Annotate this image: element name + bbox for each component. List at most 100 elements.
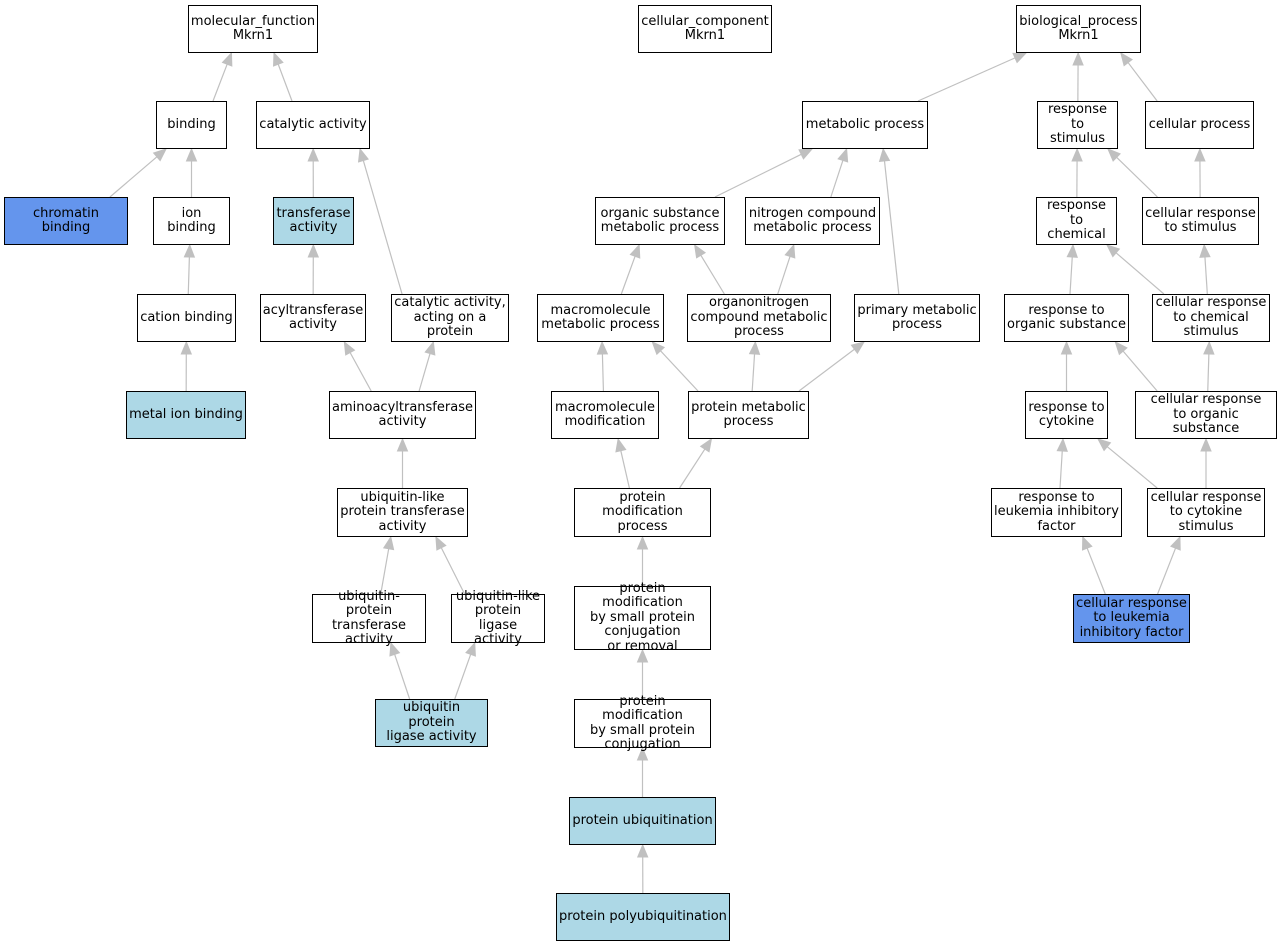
node-metabolic-process: metabolic process	[802, 101, 928, 149]
edge-line	[1059, 450, 1063, 489]
edge-arrowhead	[1120, 51, 1133, 67]
node-protein-ubiquitination: protein ubiquitination	[569, 797, 716, 845]
edge-ubiquitination-to-pm_conj	[636, 746, 649, 797]
node-protein-polyubiquitination: protein polyubiquitination	[556, 893, 730, 941]
edge-cell_resp_chemical-to-cell_resp_stimulus	[1199, 243, 1211, 295]
edge-ub_ligase-to-ub_protein_transferase	[389, 641, 411, 700]
edge-arrowhead	[152, 148, 167, 162]
node-metal-ion-binding: metal ion binding	[126, 391, 246, 439]
edge-line	[212, 63, 228, 102]
edge-arrowhead	[636, 843, 649, 858]
edge-arrowhead	[784, 243, 796, 259]
node-protein-mod-conjugation-or-removal: protein modification by small protein co…	[574, 581, 711, 654]
edge-line	[798, 348, 855, 392]
edge-line	[1157, 547, 1177, 595]
node-ion-binding: ion binding	[153, 197, 230, 245]
edge-arrowhead	[878, 147, 891, 163]
edge-arrowhead	[798, 148, 814, 160]
edge-line	[454, 654, 472, 700]
node-response-to-organic-substance: response to organic substance	[1004, 294, 1129, 342]
edge-line	[917, 57, 1016, 102]
node-cellular-response-to-organic: cellular response to organic substance	[1135, 391, 1277, 439]
edge-line	[380, 548, 390, 595]
node-ubiquitin-protein-transferase: ubiquitin-protein transferase activity	[312, 589, 426, 647]
edge-line	[679, 448, 706, 489]
node-nitrogen-compound-metabolic: nitrogen compound metabolic process	[745, 197, 880, 245]
edge-line	[777, 256, 791, 295]
edge-arrowhead	[636, 746, 649, 761]
edge-line	[109, 156, 158, 198]
edge-line	[394, 654, 411, 700]
edge-line	[1116, 156, 1158, 198]
node-cellular-response-to-cytokine: cellular response to cytokine stimulus	[1147, 488, 1265, 537]
edge-arrowhead	[850, 341, 866, 355]
edge-line	[751, 353, 756, 392]
edge-arrowhead	[183, 243, 196, 258]
edge-resp_lif-to-resp_cytokine	[1056, 437, 1068, 489]
edge-transferase-to-catalytic	[307, 147, 319, 198]
edge-cellular_process-to-bp_root	[1120, 51, 1158, 102]
node-ubiquitin-like-transferase: ubiquitin-like protein transferase activ…	[337, 488, 468, 537]
edge-arrowhead	[273, 51, 284, 67]
edge-chromatin-to-binding	[109, 148, 167, 198]
node-catalytic-activity: catalytic activity	[256, 101, 370, 149]
edge-pm_conj_removal-to-protein_mod	[636, 535, 649, 586]
edge-nitrogen_metabolic-to-metabolic	[830, 147, 849, 198]
node-transferase-activity: transferase activity	[273, 197, 354, 245]
edge-ion_binding-to-binding	[185, 147, 198, 197]
edge-arrowhead	[1060, 340, 1073, 355]
node-cellular-process: cellular process	[1145, 101, 1254, 149]
edge-arrowhead	[1170, 535, 1181, 551]
edge-arrowhead	[396, 437, 409, 452]
edge-aminoacyl-to-acyltransferase	[343, 340, 372, 392]
edge-cell_resp_organic-to-resp_organic	[1114, 341, 1158, 392]
edge-ub_ligase-to-ubl_ligase	[454, 641, 476, 700]
edge-arrowhead	[185, 147, 198, 162]
edge-pm_conj-to-pm_conj_removal	[636, 648, 649, 699]
edge-cell_resp_cytokine-to-cell_resp_organic	[1200, 437, 1212, 488]
edge-arrowhead	[1200, 437, 1212, 452]
node-response-to-chemical: response to chemical	[1036, 197, 1117, 245]
edge-arrowhead	[651, 341, 666, 356]
node-protein-modification: protein modification process	[574, 488, 711, 537]
edge-arrowhead	[615, 437, 627, 453]
edge-line	[700, 254, 725, 295]
node-ubiquitin-protein-ligase: ubiquitin protein ligase activity	[375, 699, 488, 747]
edge-line	[362, 160, 403, 295]
edge-line	[440, 547, 466, 595]
node-response-to-cytokine: response to cytokine	[1025, 391, 1108, 439]
edge-line	[830, 160, 844, 198]
edge-arrowhead	[1107, 148, 1121, 162]
edge-arrowhead	[636, 535, 649, 550]
edge-acyltransferase-to-transferase	[307, 243, 320, 295]
edge-cell_resp_stimulus-to-cellular_process	[1194, 147, 1206, 198]
edge-arrowhead	[699, 437, 713, 453]
edge-line	[277, 64, 293, 102]
edge-arrowhead	[307, 243, 320, 258]
edge-arrowhead	[307, 147, 319, 162]
node-cellular-response-to-lif: cellular response to leukemia inhibitory…	[1073, 594, 1190, 643]
edge-arrowhead	[1106, 244, 1121, 258]
edge-polyubiquitination-to-ubiquitination	[636, 843, 649, 894]
edge-resp_organic-to-response_chemical	[1066, 243, 1078, 295]
edge-arrowhead	[382, 535, 395, 551]
node-macromolecule-metabolic: macromolecule metabolic process	[537, 294, 664, 342]
edge-arrowhead	[1012, 52, 1028, 64]
edge-line	[1127, 62, 1158, 102]
edge-arrowhead	[1199, 243, 1211, 258]
edge-metabolic-to-bp_root	[917, 52, 1028, 102]
edge-line	[1115, 252, 1165, 295]
node-protein-mod-conjugation: protein modification by small protein co…	[574, 694, 711, 752]
edge-ubl_transferase-to-aminoacyl	[396, 437, 409, 488]
edge-line	[1122, 350, 1158, 392]
edge-binding-to-mf_root	[212, 51, 233, 102]
node-molecular-function: molecular_function Mkrn1	[188, 5, 318, 53]
edge-arrowhead	[435, 535, 447, 551]
edge-organonitrogen-to-nitrogen_metabolic	[777, 243, 796, 295]
edge-arrowhead	[1066, 243, 1078, 258]
edge-arrowhead	[1072, 51, 1084, 66]
edge-line	[349, 352, 372, 392]
edge-primary_metabolic-to-metabolic	[878, 147, 900, 295]
edge-arrowhead	[748, 340, 761, 355]
